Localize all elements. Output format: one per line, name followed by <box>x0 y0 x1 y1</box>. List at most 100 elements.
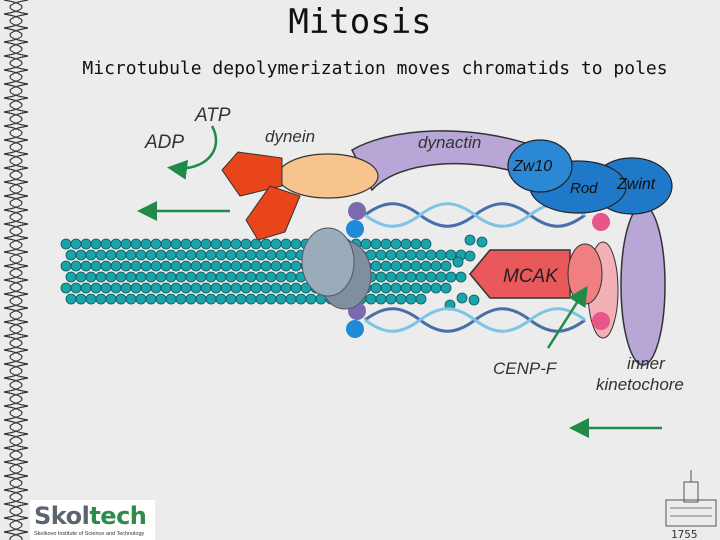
microtubule-subunit <box>61 239 71 249</box>
microtubule-subunit <box>396 250 406 260</box>
microtubule-subunit <box>221 261 231 271</box>
microtubule-subunit <box>401 261 411 271</box>
emblem-year: 1755 <box>671 528 698 540</box>
microtubule-subunit <box>181 261 191 271</box>
microtubule-subunit <box>291 283 301 293</box>
microtubule-subunit <box>436 272 446 282</box>
microtubule-subunit <box>441 261 451 271</box>
microtubule-subunit <box>71 261 81 271</box>
microtubule-subunit <box>241 261 251 271</box>
microtubule-subunit <box>106 294 116 304</box>
microtubule-subunit <box>131 283 141 293</box>
microtubule-subunit <box>166 294 176 304</box>
microtubule-subunit <box>186 272 196 282</box>
microtubule-subunit <box>156 272 166 282</box>
microtubule-subunit <box>231 239 241 249</box>
microtubule-subunit <box>456 272 466 282</box>
microtubule-subunit <box>256 272 266 282</box>
bottom-strand-light <box>365 309 585 332</box>
microtubule-subunit <box>126 272 136 282</box>
microtubule-subunit <box>196 272 206 282</box>
microtubule-subunit <box>371 239 381 249</box>
microtubule-subunit <box>86 250 96 260</box>
microtubule <box>61 235 487 310</box>
microtubule-subunit <box>256 294 266 304</box>
microtubule-subunit <box>136 272 146 282</box>
microtubule-subunit <box>211 239 221 249</box>
microtubule-subunit <box>411 283 421 293</box>
microtubule-subunit <box>131 239 141 249</box>
microtubule-subunit <box>76 272 86 282</box>
microtubule-subunit <box>156 250 166 260</box>
ring-complex-front <box>302 228 354 296</box>
microtubule-subunit <box>216 272 226 282</box>
microtubule-subunit <box>361 239 371 249</box>
microtubule-subunit <box>81 261 91 271</box>
microtubule-subunit <box>136 294 146 304</box>
microtubule-subunit <box>176 272 186 282</box>
microtubule-subunit <box>406 250 416 260</box>
strand-dot-purple-top <box>348 202 366 220</box>
microtubule-subunit <box>126 294 136 304</box>
microtubule-subunit <box>396 294 406 304</box>
microtubule-subunit <box>281 239 291 249</box>
microtubule-subunit <box>66 294 76 304</box>
microtubule-subunit <box>176 250 186 260</box>
microtubule-subunit <box>366 294 376 304</box>
microtubule-subunit <box>286 294 296 304</box>
microtubule-subunit <box>196 250 206 260</box>
microtubule-subunit <box>251 261 261 271</box>
microtubule-subunit <box>396 272 406 282</box>
microtubule-subunit <box>246 294 256 304</box>
microtubule-subunit <box>141 239 151 249</box>
microtubule-subunit <box>266 250 276 260</box>
microtubule-frayed-subunit <box>457 293 467 303</box>
microtubule-subunit <box>186 250 196 260</box>
microtubule-subunit <box>101 261 111 271</box>
microtubule-subunit <box>126 250 136 260</box>
microtubule-subunit <box>241 283 251 293</box>
microtubule-subunit <box>236 294 246 304</box>
microtubule-subunit <box>276 250 286 260</box>
microtubule-subunit <box>66 272 76 282</box>
microtubule-subunit <box>131 261 141 271</box>
microtubule-subunit <box>231 261 241 271</box>
zwint-label: Zwint <box>616 176 656 193</box>
microtubule-subunit <box>376 294 386 304</box>
microtubule-subunit <box>201 239 211 249</box>
microtubule-subunit <box>96 272 106 282</box>
microtubule-subunit <box>386 250 396 260</box>
microtubule-subunit <box>201 283 211 293</box>
microtubule-subunit <box>216 294 226 304</box>
microtubule-subunit <box>381 239 391 249</box>
dynactin-label: dynactin <box>418 133 481 152</box>
microtubule-subunit <box>271 261 281 271</box>
microtubule-subunit <box>171 261 181 271</box>
microtubule-subunit <box>86 294 96 304</box>
microtubule-subunit <box>381 261 391 271</box>
microtubule-subunit <box>86 272 96 282</box>
dynein-label: dynein <box>265 127 315 146</box>
microtubule-subunit <box>141 283 151 293</box>
microtubule-subunit <box>101 283 111 293</box>
microtubule-subunit <box>161 239 171 249</box>
microtubule-subunit <box>201 261 211 271</box>
microtubule-subunit <box>376 272 386 282</box>
microtubule-subunit <box>146 294 156 304</box>
microtubule-subunit <box>71 239 81 249</box>
microtubule-subunit <box>371 261 381 271</box>
microtubule-subunit <box>96 294 106 304</box>
microtubule-subunit <box>166 272 176 282</box>
inner-kinetochore-label-1: inner <box>627 354 666 373</box>
microtubule-subunit <box>421 261 431 271</box>
microtubule-subunit <box>436 250 446 260</box>
microtubule-subunit <box>146 250 156 260</box>
microtubule-subunit <box>226 250 236 260</box>
microtubule-subunit <box>426 250 436 260</box>
microtubule-subunit <box>416 272 426 282</box>
microtubule-frayed-subunit <box>465 251 475 261</box>
zw10-label: Zw10 <box>512 158 552 175</box>
microtubule-subunit <box>151 239 161 249</box>
microtubule-subunit <box>181 239 191 249</box>
microtubule-subunit <box>286 250 296 260</box>
